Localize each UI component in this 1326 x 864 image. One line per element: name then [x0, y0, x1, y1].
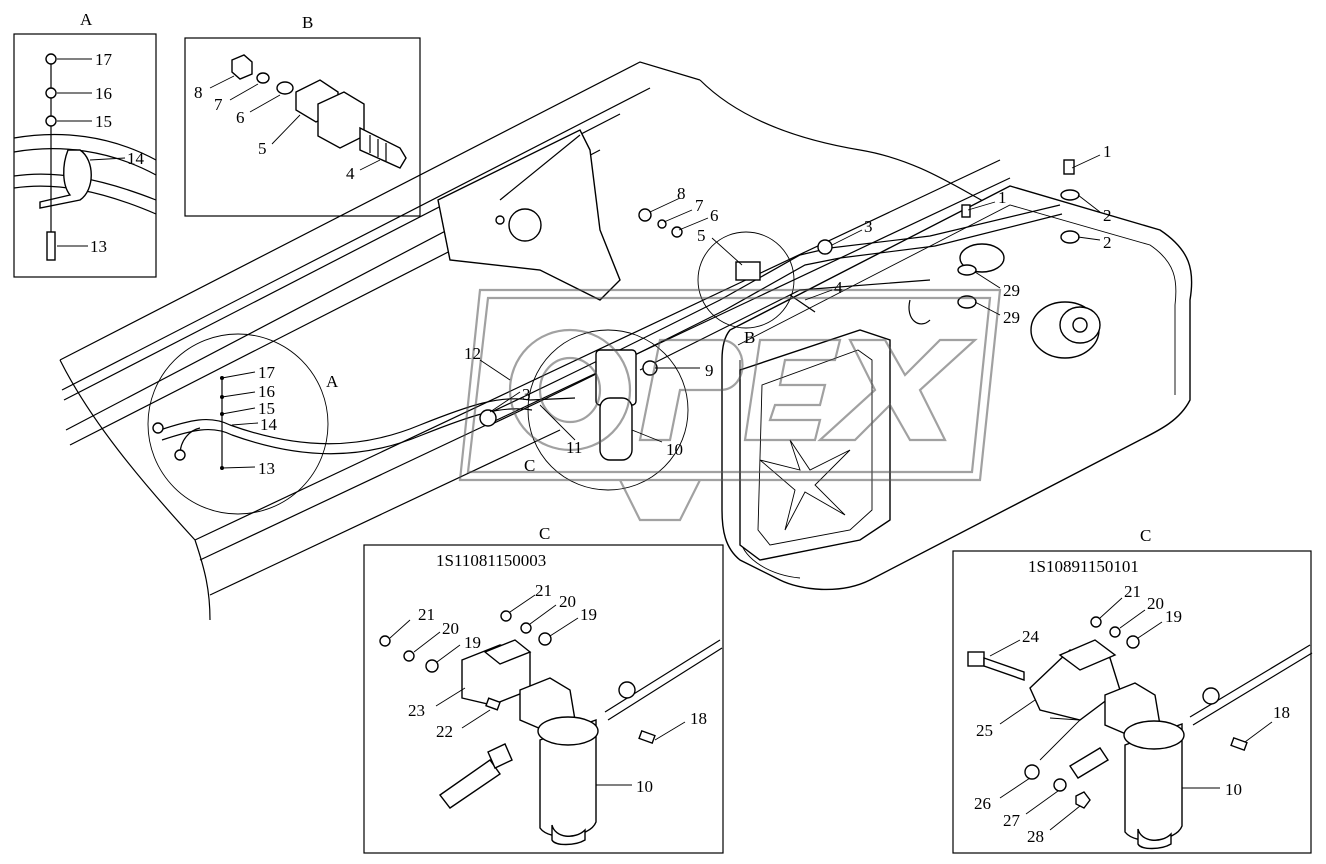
a-callout-15: 15 [95, 112, 112, 131]
detail-b-title: B [302, 13, 313, 32]
c-right-callout-19: 19 [1165, 607, 1182, 626]
c-left-callout-20a: 20 [442, 619, 459, 638]
detail-circle-a [147, 333, 329, 515]
chassis-frame-rail [59, 61, 1011, 621]
main-callout-6: 6 [710, 206, 719, 225]
c-right-callout-10: 10 [1225, 780, 1242, 799]
c-left-callout-23: 23 [408, 701, 425, 720]
main-callout-1a: 1 [998, 188, 1007, 207]
main-callout-12: 12 [464, 344, 481, 363]
c-left-callout-18: 18 [690, 709, 707, 728]
detail-view-c-right: C 1S10891150101 21 20 19 24 [952, 526, 1313, 854]
c-right-callout-25: 25 [976, 721, 993, 740]
main-callout-1b: 1 [1103, 142, 1112, 161]
main-view-callouts: 8 7 6 5 4 3 1 1 2 2 29 29 9 10 11 3 12 1… [220, 142, 1112, 478]
detail-c-left-title: C [539, 524, 550, 543]
main-callout-29b: 29 [1003, 308, 1020, 327]
c-left-callout-21b: 21 [535, 581, 552, 600]
c-right-callout-26: 26 [974, 794, 991, 813]
main-callout-16: 16 [258, 382, 275, 401]
c-right-callout-20: 20 [1147, 594, 1164, 613]
main-callout-5: 5 [697, 226, 706, 245]
detail-c-right-title: C [1140, 526, 1151, 545]
main-callout-11: 11 [566, 438, 582, 457]
main-callout-10: 10 [666, 440, 683, 459]
main-callout-14: 14 [260, 415, 278, 434]
main-callout-7: 7 [695, 196, 704, 215]
c-left-callout-22: 22 [436, 722, 453, 741]
a-callout-14: 14 [127, 149, 145, 168]
detail-circle-b [697, 231, 795, 329]
c-right-callout-21: 21 [1124, 582, 1141, 601]
detail-circles [147, 231, 795, 515]
c-left-callout-19a: 19 [464, 633, 481, 652]
main-callout-9: 9 [705, 361, 714, 380]
part-code-right: 1S10891150101 [1028, 557, 1139, 576]
watermark-logo [458, 288, 1002, 522]
main-callout-29a: 29 [1003, 281, 1020, 300]
a-callout-13: 13 [90, 237, 107, 256]
detail-circle-c [527, 329, 689, 491]
main-callout-2a: 2 [1103, 206, 1112, 225]
main-callout-3b: 3 [522, 385, 531, 404]
a-callout-16: 16 [95, 84, 112, 103]
main-callout-4: 4 [834, 278, 843, 297]
detail-view-a: A 17 16 15 14 13 [13, 10, 157, 278]
c-right-callout-27: 27 [1003, 811, 1021, 830]
main-callout-17: 17 [258, 363, 276, 382]
circle-label-b: B [744, 328, 755, 347]
main-callout-2b: 2 [1103, 233, 1112, 252]
b-callout-8: 8 [194, 83, 203, 102]
b-callout-6: 6 [236, 108, 245, 127]
b-callout-4: 4 [346, 164, 355, 183]
c-left-callout-10: 10 [636, 777, 653, 796]
a-callout-17: 17 [95, 50, 113, 69]
b-callout-7: 7 [214, 95, 223, 114]
main-callout-15: 15 [258, 399, 275, 418]
main-callout-13: 13 [258, 459, 275, 478]
detail-view-c-left: C 1S11081150003 21 20 19 21 20 [363, 524, 724, 854]
main-callout-8: 8 [677, 184, 686, 203]
circle-label-a: A [326, 372, 339, 391]
detail-view-b: B 8 7 6 5 4 [184, 13, 421, 217]
circle-label-c: C [524, 456, 535, 475]
c-right-callout-18: 18 [1273, 703, 1290, 722]
c-left-callout-21a: 21 [418, 605, 435, 624]
part-code-left: 1S11081150003 [436, 551, 546, 570]
c-right-callout-24: 24 [1022, 627, 1040, 646]
fuel-tank [721, 185, 1193, 591]
c-left-callout-20b: 20 [559, 592, 576, 611]
c-right-callout-28: 28 [1027, 827, 1044, 846]
c-left-callout-19b: 19 [580, 605, 597, 624]
detail-a-title: A [80, 10, 93, 29]
main-callout-3: 3 [864, 217, 873, 236]
b-callout-5: 5 [258, 139, 267, 158]
